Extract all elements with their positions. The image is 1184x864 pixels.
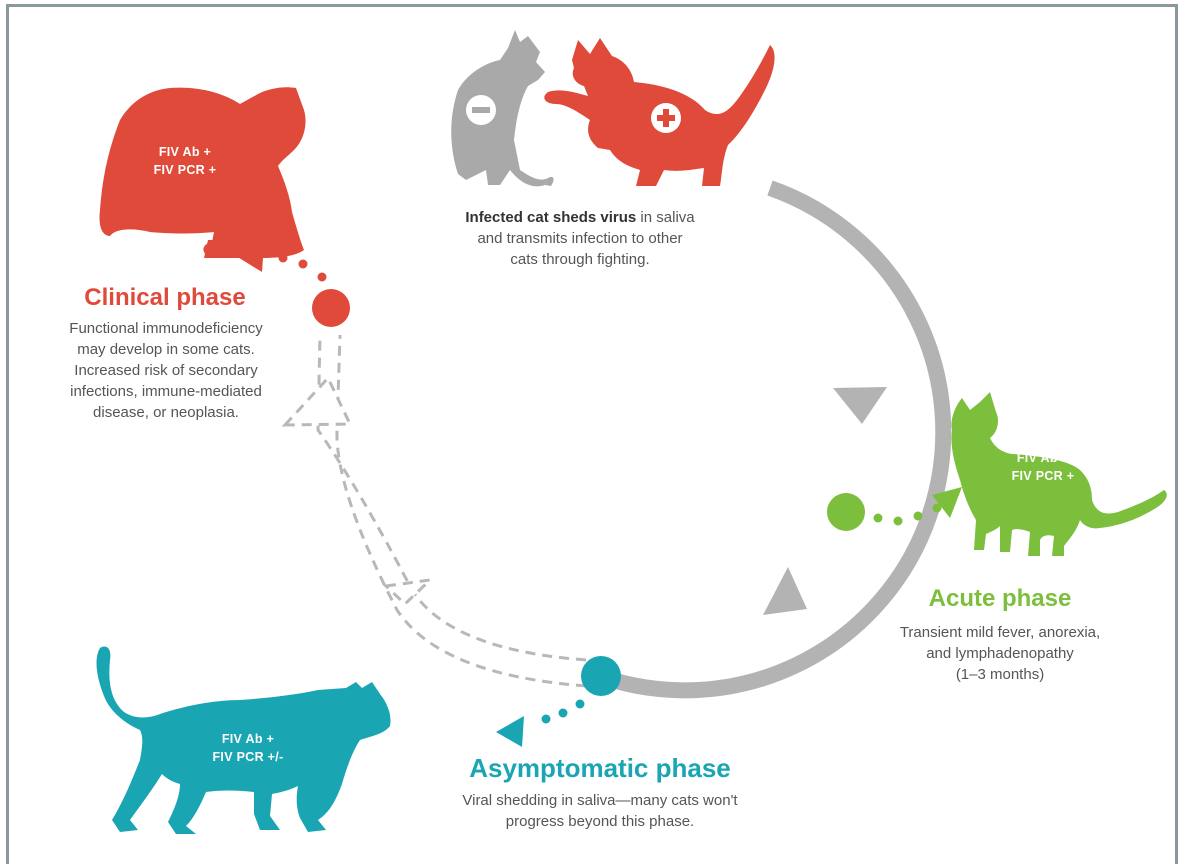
clinical-ab-label: FIV Ab +	[130, 143, 240, 161]
asymptomatic-phase-dot	[581, 656, 621, 696]
asymptomatic-pcr-label: FIV PCR +/-	[178, 748, 318, 766]
asymptomatic-cat-label: FIV Ab + FIV PCR +/-	[178, 730, 318, 766]
clinical-desc-line: may develop in some cats.	[26, 339, 306, 360]
acute-phase-description: Transient mild fever, anorexia, and lymp…	[865, 622, 1135, 685]
dashed-return-path	[285, 335, 586, 686]
clinical-desc-line: disease, or neoplasia.	[26, 402, 306, 423]
clinical-phase-dot	[312, 289, 350, 327]
transmission-description: Infected cat sheds virus in saliva and t…	[430, 207, 730, 270]
asymptomatic-phase-title: Asymptomatic phase	[440, 753, 760, 784]
asymptomatic-desc-line: Viral shedding in saliva—many cats won't	[420, 790, 780, 811]
clinical-pcr-label: FIV PCR +	[130, 161, 240, 179]
acute-ab-label: FIV Ab +	[988, 449, 1098, 467]
acute-dotted-connector	[874, 487, 963, 526]
clinical-phase-title: Clinical phase	[40, 284, 290, 312]
acute-desc-line: and lymphadenopathy	[865, 643, 1135, 664]
acute-phase-title: Acute phase	[880, 585, 1120, 613]
clinical-phase-description: Functional immunodeficiency may develop …	[26, 318, 306, 423]
minus-icon	[466, 95, 496, 125]
transmission-desc-rest-2: and transmits infection to other	[430, 228, 730, 249]
acute-pcr-label: FIV PCR +	[988, 467, 1098, 485]
acute-desc-line: Transient mild fever, anorexia,	[865, 622, 1135, 643]
plus-icon	[651, 103, 681, 133]
cycle-arrowhead-lower	[763, 567, 807, 615]
transmission-desc-bold: Infected cat sheds virus	[465, 209, 636, 226]
asymptomatic-ab-label: FIV Ab +	[178, 730, 318, 748]
acute-phase-dot	[827, 493, 865, 531]
cycle-arrowhead-upper	[833, 387, 887, 424]
clinical-desc-line: Increased risk of secondary	[26, 360, 306, 381]
transmission-desc-rest-1: in saliva	[636, 209, 694, 226]
asymptomatic-phase-description: Viral shedding in saliva—many cats won't…	[420, 790, 780, 832]
asymptomatic-desc-line: progress beyond this phase.	[420, 811, 780, 832]
asymptomatic-dotted-connector	[496, 700, 585, 748]
acute-desc-line: (1–3 months)	[865, 664, 1135, 685]
acute-cat-label: FIV Ab + FIV PCR +	[988, 449, 1098, 485]
clinical-desc-line: Functional immunodeficiency	[26, 318, 306, 339]
transmission-desc-rest-3: cats through fighting.	[430, 249, 730, 270]
clinical-desc-line: infections, immune-mediated	[26, 381, 306, 402]
clinical-cat-label: FIV Ab + FIV PCR +	[130, 143, 240, 179]
